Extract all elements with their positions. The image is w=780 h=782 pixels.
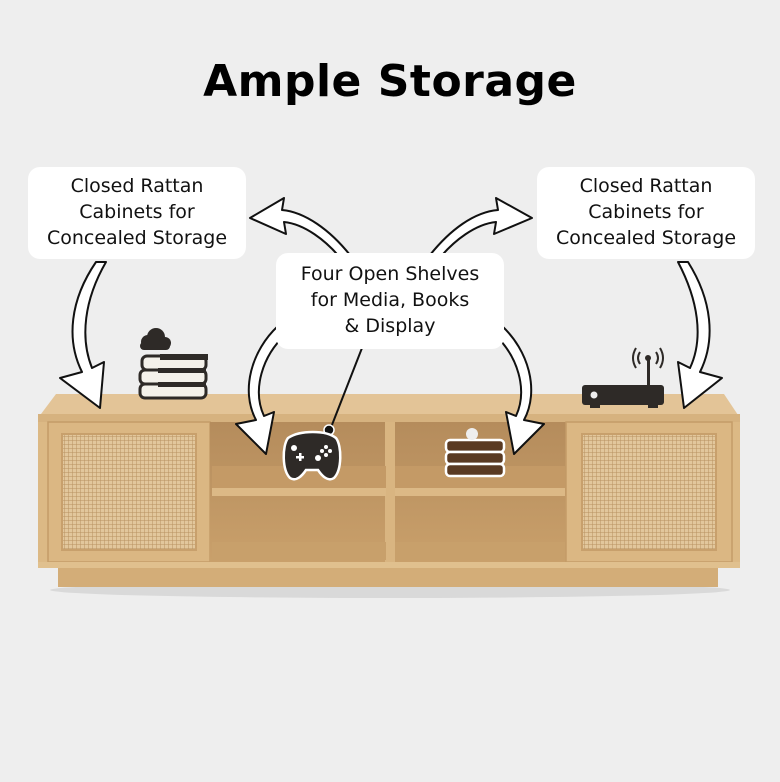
callout-open-shelves: Four Open Shelves for Media, Books & Dis… [276, 253, 504, 349]
left-rattan-cabinet [47, 421, 211, 563]
page-title: Ample Storage [203, 56, 577, 107]
cloud-icon [140, 328, 171, 350]
callout-line: Concealed Storage [555, 227, 737, 249]
open-shelves [210, 422, 566, 562]
callout-left-cabinet: Closed Rattan Cabinets for Concealed Sto… [28, 167, 246, 259]
callout-line: & Display [344, 315, 436, 337]
game-controller-icon [282, 430, 342, 481]
callout-line: Cabinets for [588, 201, 704, 223]
plinth [58, 565, 718, 587]
pointer-line [329, 347, 363, 431]
callout-right-cabinet: Closed Rattan Cabinets for Concealed Sto… [537, 167, 755, 259]
right-rattan-cabinet [565, 421, 733, 563]
router-icon [582, 347, 664, 408]
books-stack-icon [138, 354, 208, 400]
callout-line: Concealed Storage [46, 227, 228, 249]
callout-line: Closed Rattan [70, 175, 204, 197]
callout-line: for Media, Books [310, 289, 470, 311]
callout-line: Cabinets for [79, 201, 195, 223]
arrows [59, 197, 723, 455]
callout-line: Four Open Shelves [300, 263, 480, 285]
callout-line: Closed Rattan [579, 175, 713, 197]
books-icon [444, 428, 506, 478]
